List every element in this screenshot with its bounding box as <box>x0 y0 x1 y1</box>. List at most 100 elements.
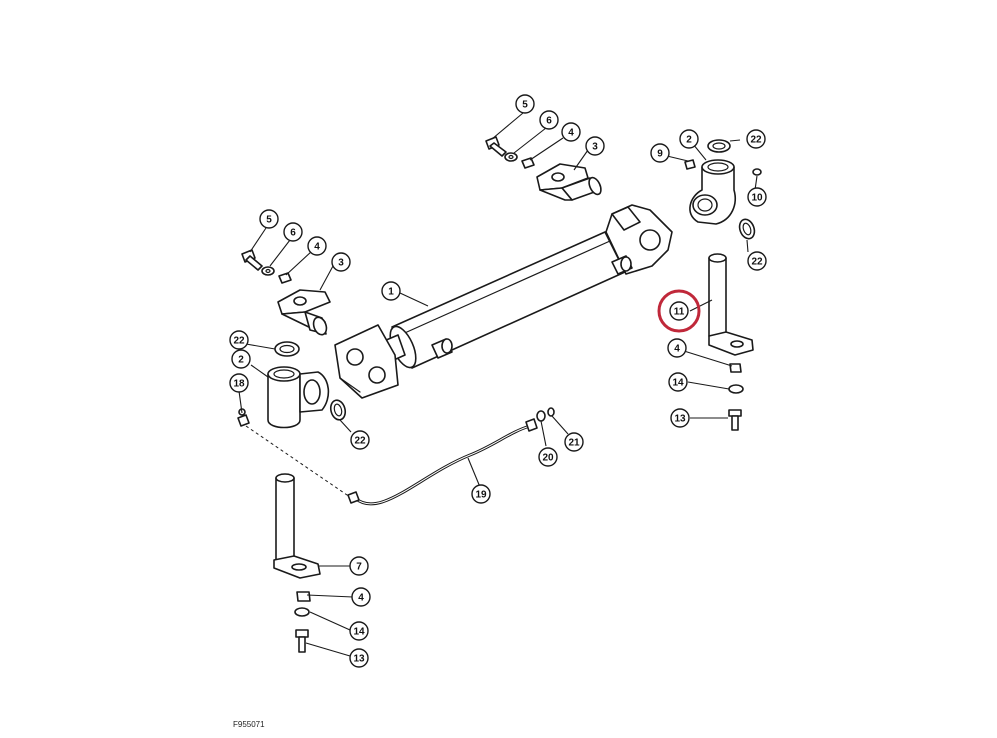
callout-circle <box>515 94 535 114</box>
callout-circle <box>307 236 327 256</box>
callout-label: 13 <box>674 414 686 425</box>
callout-9: 9 <box>650 143 670 163</box>
callout-3: 3 <box>331 252 351 272</box>
callout-label: 2 <box>686 135 692 146</box>
callout-22: 22 <box>350 430 370 450</box>
callout-22: 22 <box>746 129 766 149</box>
callout-balloons: 1223344445566791011131314141819202122222… <box>229 94 767 668</box>
callout-label: 2 <box>238 355 244 366</box>
callout-label: 4 <box>674 344 680 355</box>
callout-4: 4 <box>561 122 581 142</box>
callout-circle <box>259 209 279 229</box>
callout-21: 21 <box>564 432 584 452</box>
callout-5: 5 <box>515 94 535 114</box>
callout-label: 4 <box>568 128 574 139</box>
callout-label: 22 <box>751 257 763 268</box>
callout-circle <box>538 447 558 467</box>
callout-circle <box>381 281 401 301</box>
callout-label: 4 <box>314 242 320 253</box>
callout-5: 5 <box>259 209 279 229</box>
callout-circle <box>670 408 690 428</box>
figure-id: F955071 <box>233 720 265 729</box>
left-swivel-housing <box>237 341 347 429</box>
callout-6: 6 <box>283 222 303 242</box>
callout-circle <box>667 338 687 358</box>
callout-2: 2 <box>231 349 251 369</box>
callout-19: 19 <box>471 484 491 504</box>
callout-circle <box>229 330 249 350</box>
callout-circle <box>564 432 584 452</box>
callout-6: 6 <box>539 110 559 130</box>
callout-20: 20 <box>538 447 558 467</box>
highlight-ring <box>657 289 701 333</box>
callout-circle <box>669 301 689 321</box>
callout-label: 14 <box>672 378 684 389</box>
callout-3: 3 <box>585 136 605 156</box>
callout-label: 22 <box>233 336 245 347</box>
callout-label: 9 <box>657 149 663 160</box>
callout-label: 13 <box>353 654 365 665</box>
assembly-centerline <box>245 425 351 498</box>
callout-14: 14 <box>349 621 369 641</box>
callout-18: 18 <box>229 373 249 393</box>
hydraulic-hose <box>347 407 555 506</box>
callout-circle <box>650 143 670 163</box>
callout-label: 3 <box>592 142 598 153</box>
callout-1: 1 <box>381 281 401 301</box>
callout-label: 21 <box>568 438 580 449</box>
callout-label: 11 <box>674 307 685 318</box>
callout-circle <box>539 110 559 130</box>
callout-4: 4 <box>351 587 371 607</box>
callout-circle <box>349 621 369 641</box>
callout-circle <box>349 648 369 668</box>
callout-label: 20 <box>542 453 554 464</box>
callout-circle <box>585 136 605 156</box>
callout-label: 22 <box>750 135 762 146</box>
callout-13: 13 <box>670 408 690 428</box>
callout-label: 18 <box>233 379 245 390</box>
callout-label: 6 <box>546 116 552 127</box>
callout-circle <box>561 122 581 142</box>
callout-circle <box>349 556 369 576</box>
callout-22: 22 <box>229 330 249 350</box>
callout-label: 22 <box>354 436 366 447</box>
callout-11: 11 <box>657 289 701 333</box>
hydraulic-cylinder <box>334 204 673 399</box>
callout-label: 7 <box>356 562 362 573</box>
callout-circle <box>679 129 699 149</box>
callout-leaders <box>238 112 758 657</box>
callout-circle <box>350 430 370 450</box>
callout-circle <box>668 372 688 392</box>
callout-22: 22 <box>747 251 767 271</box>
right-swivel-housing <box>684 139 762 240</box>
callout-circle <box>229 373 249 393</box>
callout-13: 13 <box>349 648 369 668</box>
callout-label: 1 <box>388 287 394 298</box>
left-kingpin <box>273 473 321 653</box>
callout-7: 7 <box>349 556 369 576</box>
callout-label: 3 <box>338 258 344 269</box>
callout-10: 10 <box>747 187 767 207</box>
callout-circle <box>471 484 491 504</box>
callout-circle <box>747 251 767 271</box>
callout-circle <box>746 129 766 149</box>
callout-circle <box>351 587 371 607</box>
callout-4: 4 <box>667 338 687 358</box>
callout-2: 2 <box>679 129 699 149</box>
callout-label: 10 <box>751 193 763 204</box>
callout-label: 19 <box>475 490 487 501</box>
callout-label: 14 <box>353 627 365 638</box>
callout-label: 6 <box>290 228 296 239</box>
callout-4: 4 <box>307 236 327 256</box>
callout-circle <box>283 222 303 242</box>
right-pivot-arm <box>485 136 602 201</box>
callout-label: 5 <box>522 100 528 111</box>
callout-circle <box>331 252 351 272</box>
callout-circle <box>747 187 767 207</box>
callout-circle <box>231 349 251 369</box>
callout-label: 5 <box>266 215 272 226</box>
callout-label: 4 <box>358 593 364 604</box>
callout-14: 14 <box>668 372 688 392</box>
